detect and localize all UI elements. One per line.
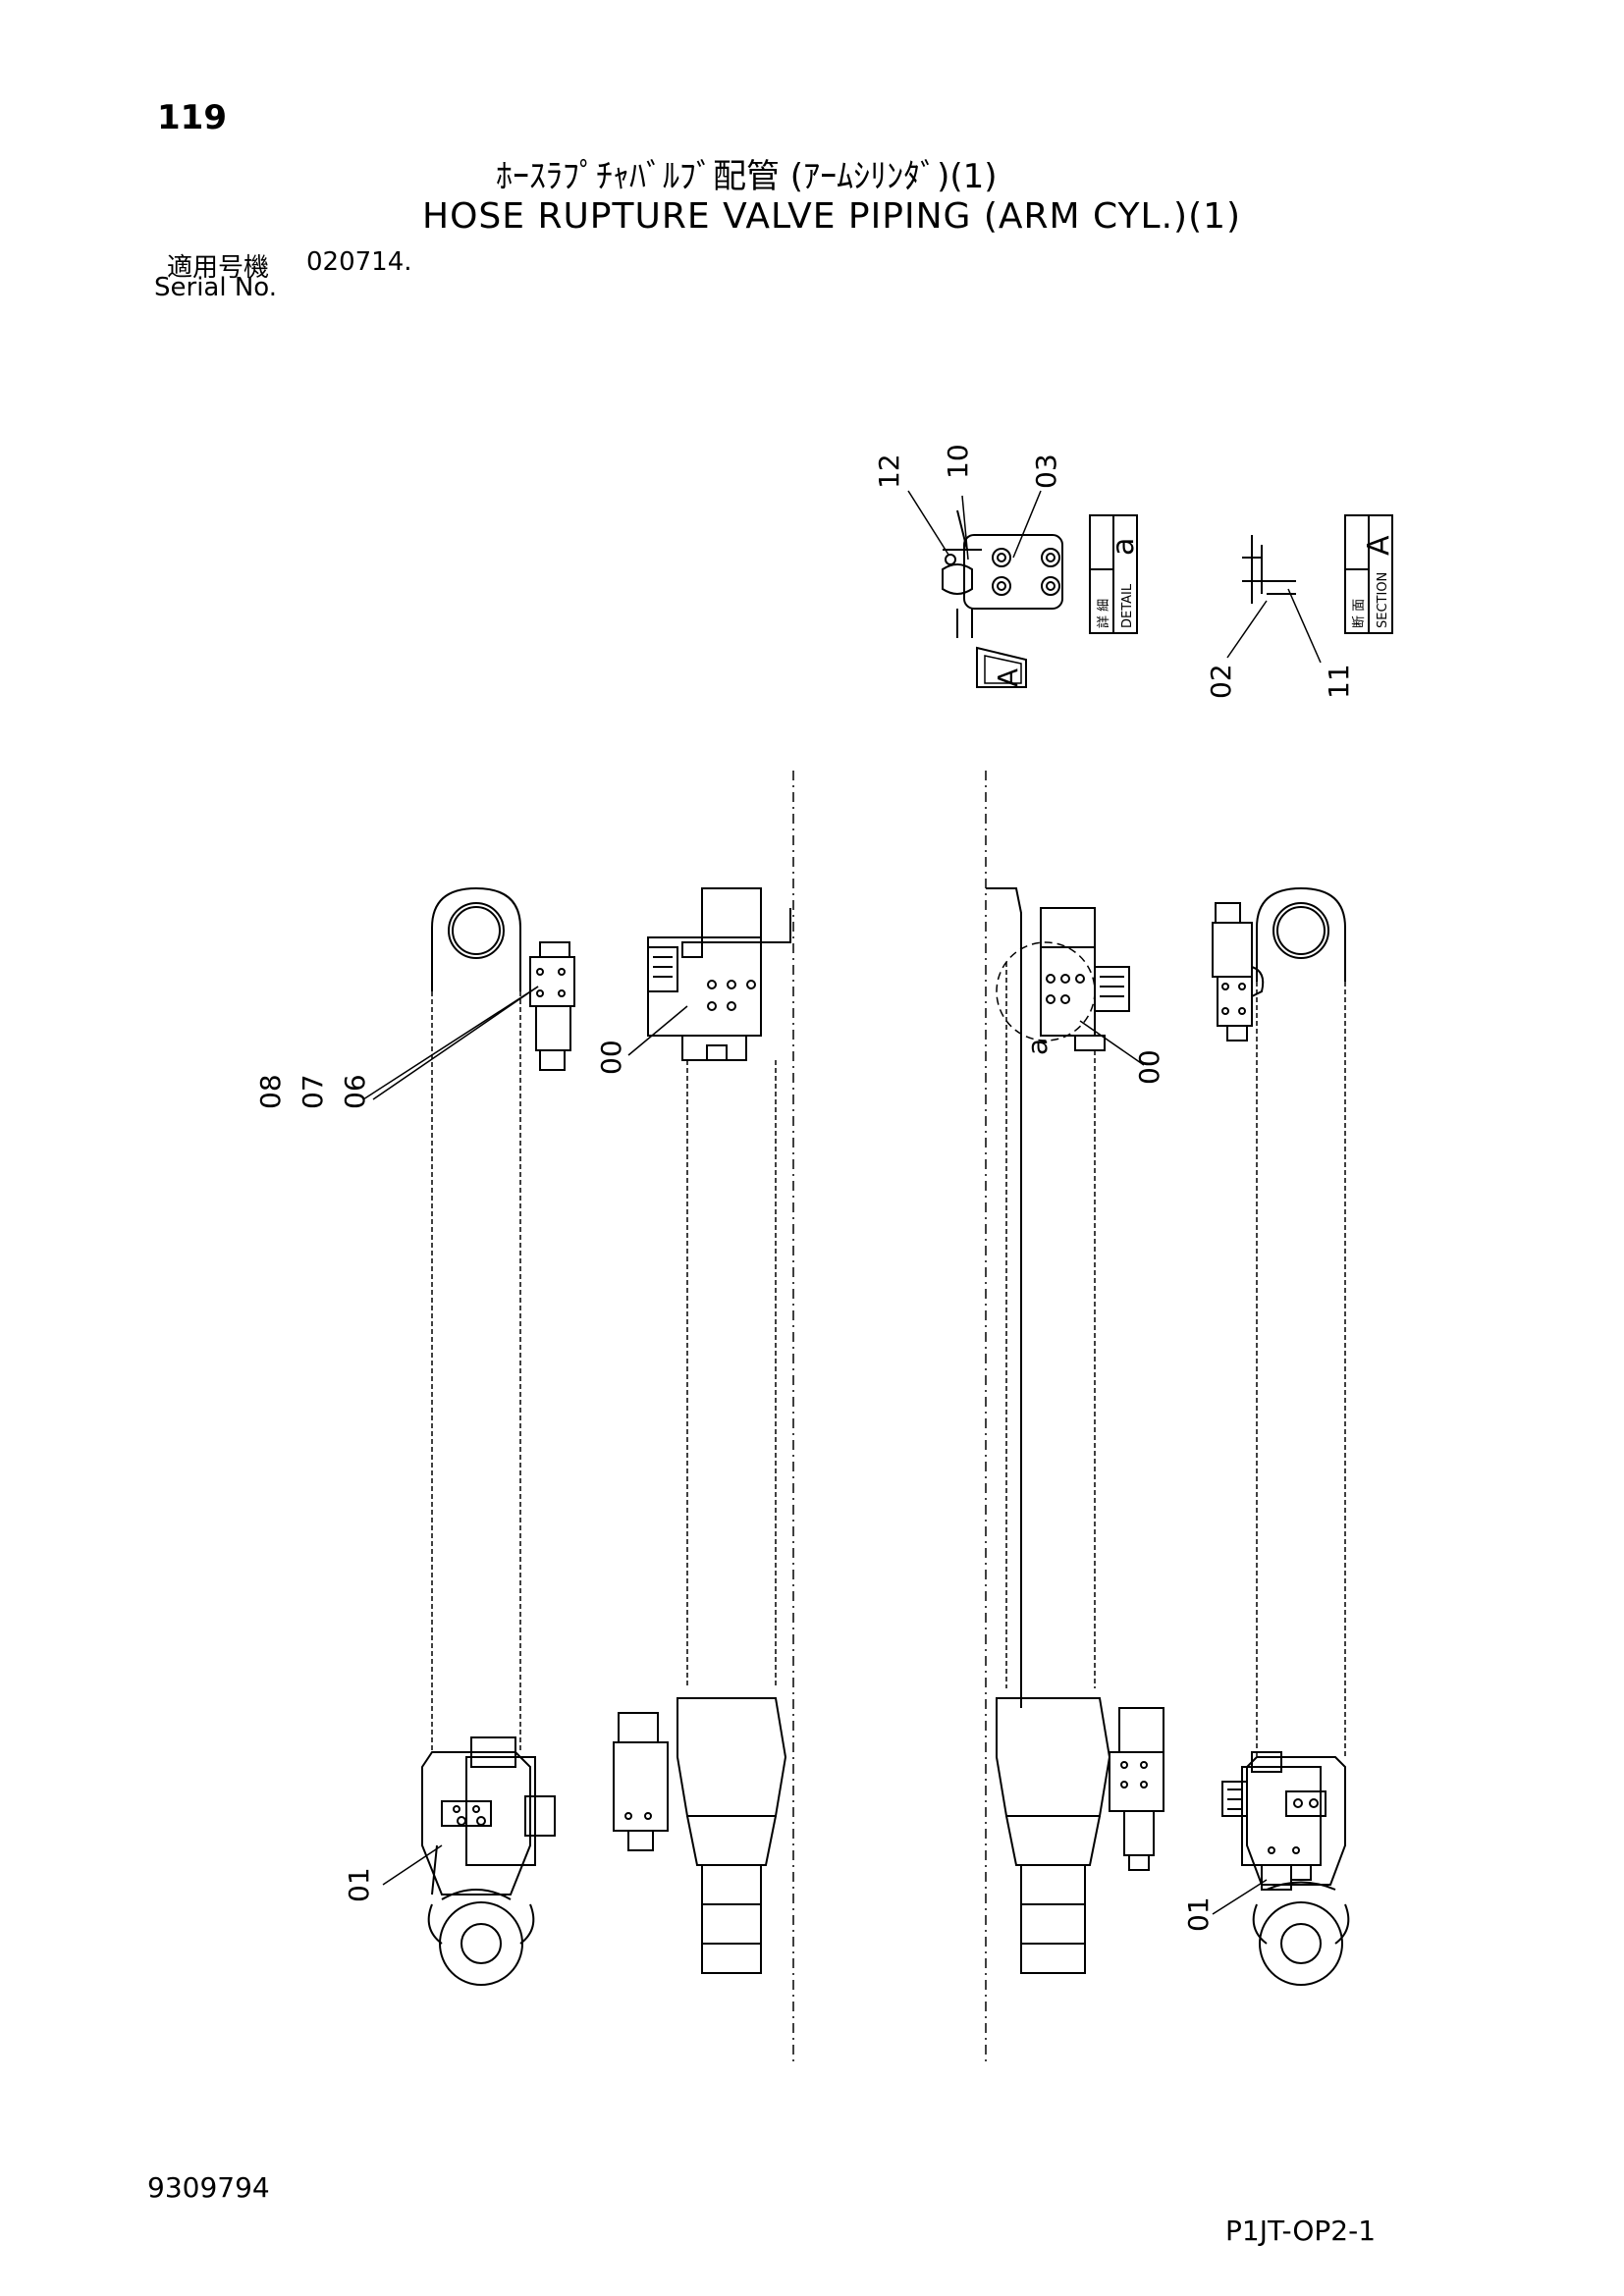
detail-box [1089, 514, 1138, 634]
title-english: HOSE RUPTURE VALVE PIPING (ARM CYL.)(1) [422, 196, 1242, 237]
section-box [1344, 514, 1393, 634]
callout-00-right: 00 [1133, 1049, 1165, 1085]
figure-code: P1JT-OP2-1 [1225, 2215, 1377, 2247]
serial-label-japanese: 適用号機 [167, 253, 270, 283]
callout-02: 02 [1205, 664, 1237, 699]
serial-value: 020714. [306, 247, 412, 277]
arm-cylinder-1 [362, 886, 575, 1986]
part-number: 9309794 [147, 2171, 270, 2204]
callout-06: 06 [339, 1074, 371, 1109]
view-marker-a: A [992, 668, 1024, 687]
arm-cylinder-2 [613, 887, 791, 1974]
callout-01-left: 01 [343, 1867, 375, 1902]
section-box-label-jp: 断 面 [1352, 599, 1367, 628]
callout-00-left: 00 [595, 1040, 627, 1075]
serial-label-english: Serial No. [154, 273, 277, 302]
callout-01-right: 01 [1182, 1896, 1215, 1932]
section-box-label-en: SECTION [1376, 572, 1390, 628]
detail-a-view [907, 490, 1063, 688]
arm-cylinder-3 [986, 887, 1164, 1974]
callout-07: 07 [297, 1074, 329, 1109]
section-a-view [1226, 535, 1322, 664]
callout-11: 11 [1323, 664, 1355, 699]
callout-03: 03 [1030, 454, 1062, 489]
detail-box-label-en: DETAIL [1120, 583, 1135, 628]
arm-cylinder-4 [1212, 886, 1350, 1986]
title-japanese: ﾎｰｽﾗﾌﾟﾁｬﾊﾞﾙﾌﾞ配管 (ｱｰﾑｼﾘﾝﾀﾞ)(1) [496, 157, 998, 196]
page-number: 119 [157, 98, 227, 137]
section-box-letter: A [1362, 535, 1396, 556]
callout-10: 10 [942, 444, 974, 479]
callout-08: 08 [254, 1074, 287, 1109]
callout-12: 12 [873, 454, 905, 489]
detail-box-label-jp: 詳 細 [1096, 599, 1111, 628]
detail-box-letter: a [1107, 538, 1141, 556]
detail-circle-label: a [1021, 1039, 1054, 1055]
